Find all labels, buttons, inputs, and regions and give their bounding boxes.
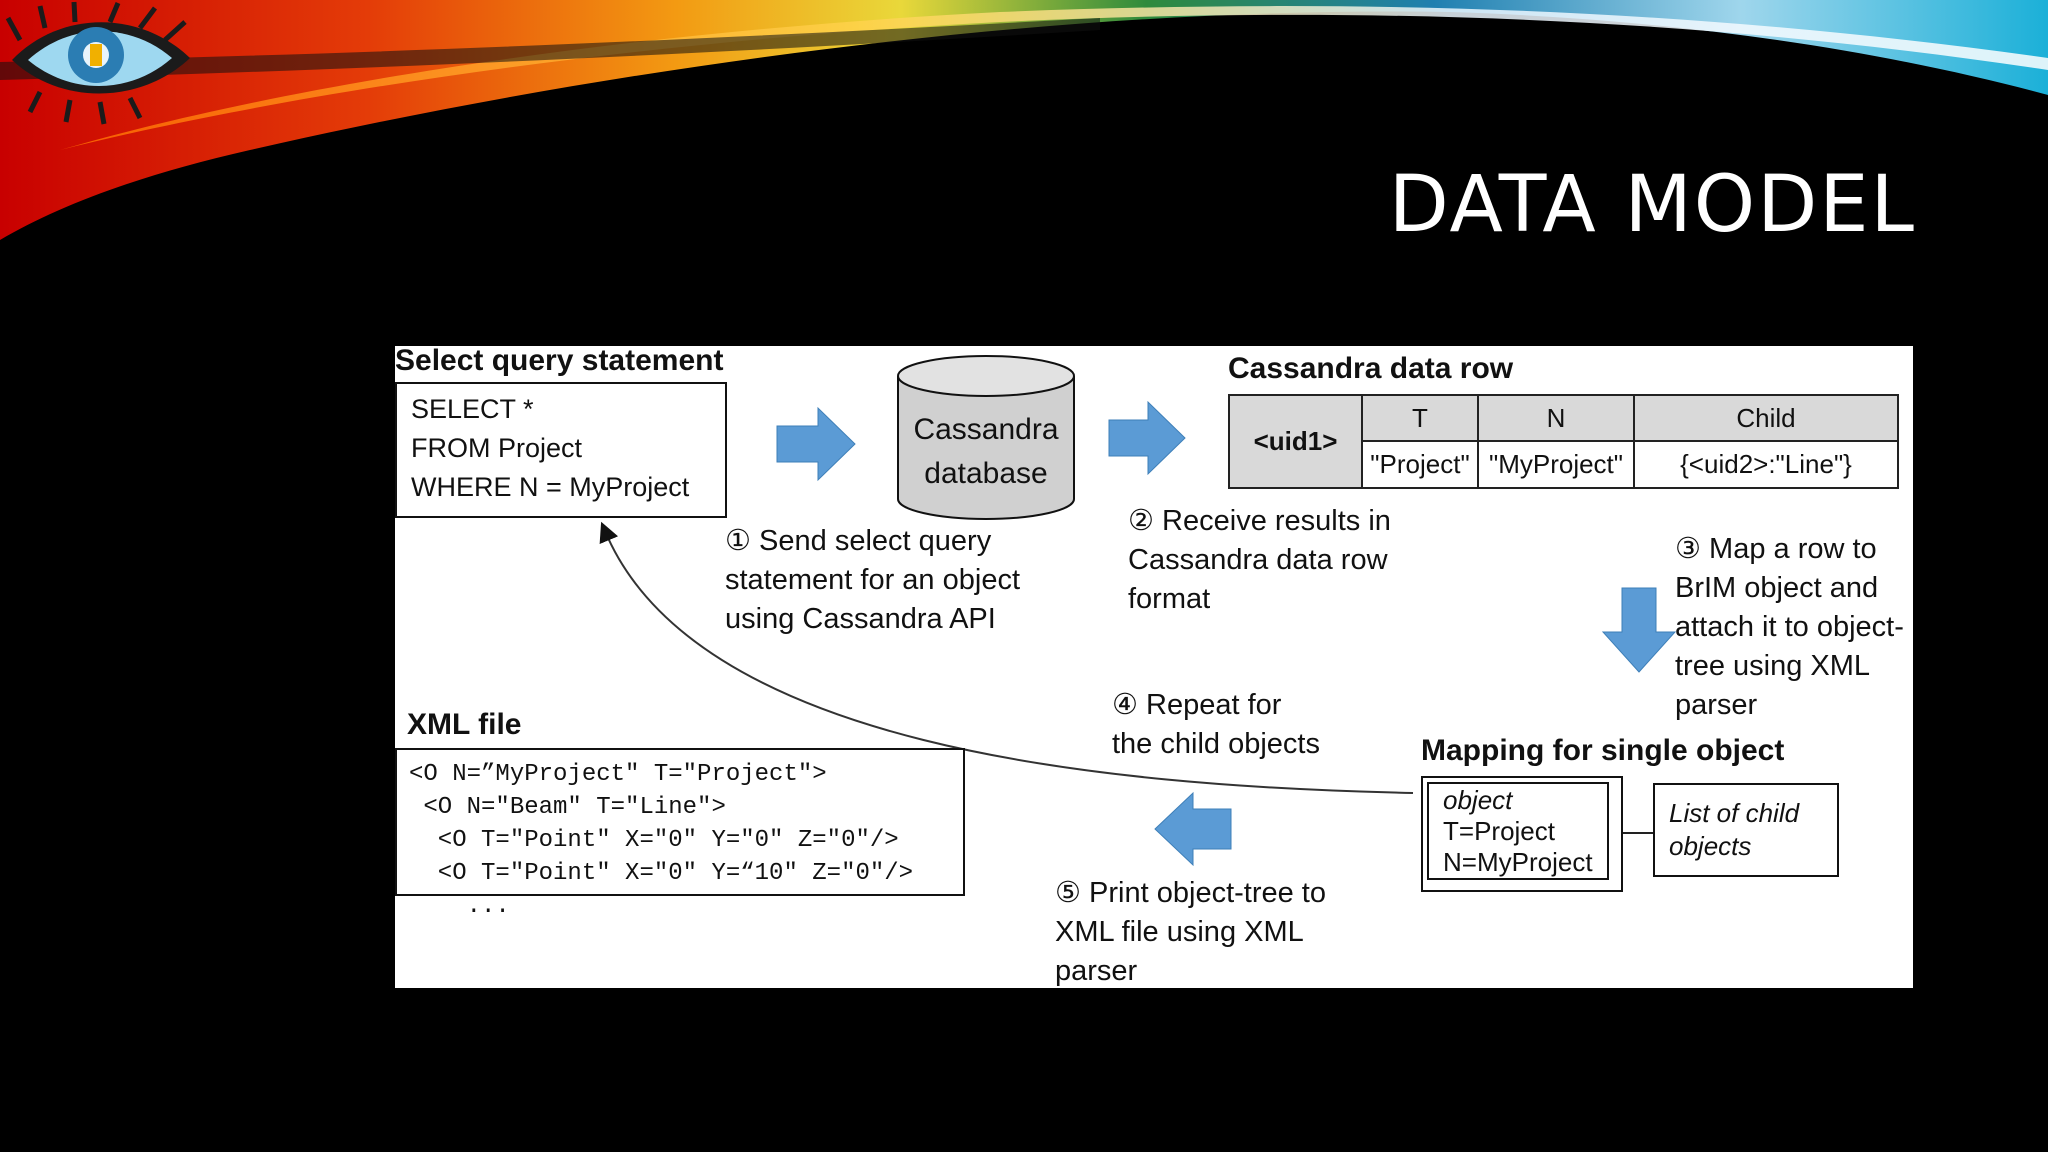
datarow-value-cell: "MyProject" <box>1477 440 1635 489</box>
xml-line: <O N=”MyProject" T="Project"> <box>409 761 827 788</box>
decorative-banner <box>0 0 2048 240</box>
arrow-right-1-icon <box>776 406 856 482</box>
cassandra-database-cylinder-icon <box>897 355 1075 520</box>
datarow-header-cell: Child <box>1633 394 1899 442</box>
xml-line: <O T="Point" X="0" Y=“10" Z="0"/> <box>409 860 914 887</box>
query-box: SELECT * FROM Project WHERE N = MyProjec… <box>395 382 727 518</box>
step-3-text: ③ Map a row to BrIM object and attach it… <box>1675 533 1904 721</box>
query-line: WHERE N = MyProject <box>411 472 690 502</box>
datarow-value-cell: {<uid2>:"Line"} <box>1633 440 1899 489</box>
child-list-box: List of child objects <box>1653 783 1839 877</box>
return-curve-arrow <box>599 521 1414 794</box>
query-line: FROM Project <box>411 433 583 463</box>
database-label: Cassandra database <box>898 408 1074 496</box>
step-5-text: ⑤ Print object-tree to XML file using XM… <box>1055 877 1326 987</box>
object-box-line: N=MyProject <box>1443 847 1593 877</box>
xml-line: <O T="Point" X="0" Y="0" Z="0"/> <box>409 827 899 854</box>
object-box: object T=Project N=MyProject <box>1427 782 1609 880</box>
datarow-value-cell: "Project" <box>1361 440 1479 489</box>
xml-heading: XML file <box>407 708 522 741</box>
arrow-right-2-icon <box>1108 400 1186 476</box>
arrow-left-icon <box>1154 791 1232 867</box>
xml-line: <O N="Beam" T="Line"> <box>409 794 726 821</box>
query-line: SELECT * <box>411 394 534 424</box>
arrow-down-icon <box>1601 587 1677 673</box>
object-box-line: object <box>1443 785 1513 815</box>
datarow-key-cell: <uid1> <box>1228 394 1363 489</box>
child-list-line: List of child <box>1669 798 1800 828</box>
eye-logo-icon <box>5 1 190 125</box>
datarow-header-cell: N <box>1477 394 1635 442</box>
step-1-text: ① Send select query statement for an obj… <box>725 525 1020 635</box>
object-box-outer: object T=Project N=MyProject <box>1421 776 1623 892</box>
database-label-line: database <box>924 457 1048 490</box>
object-box-line: T=Project <box>1443 816 1555 846</box>
step-2-text: ② Receive results in Cassandra data row … <box>1128 505 1391 615</box>
slide-title: DATA MODEL <box>1388 160 1916 250</box>
xml-line: ... <box>409 893 510 920</box>
datarow-header-cell: T <box>1361 394 1479 442</box>
database-label-line: Cassandra <box>913 413 1059 446</box>
step-4-text: ④ Repeat for the child objects <box>1112 689 1320 760</box>
mapping-heading: Mapping for single object <box>1421 734 1785 767</box>
child-list-line: objects <box>1669 831 1752 861</box>
query-heading: Select query statement <box>395 346 724 377</box>
xml-box: <O N=”MyProject" T="Project"> <O N="Beam… <box>395 748 965 920</box>
connectors <box>599 355 1677 867</box>
datarow-heading: Cassandra data row <box>1228 352 1514 385</box>
data-model-diagram: Select query statement SELECT * FROM Pro… <box>395 346 1913 988</box>
